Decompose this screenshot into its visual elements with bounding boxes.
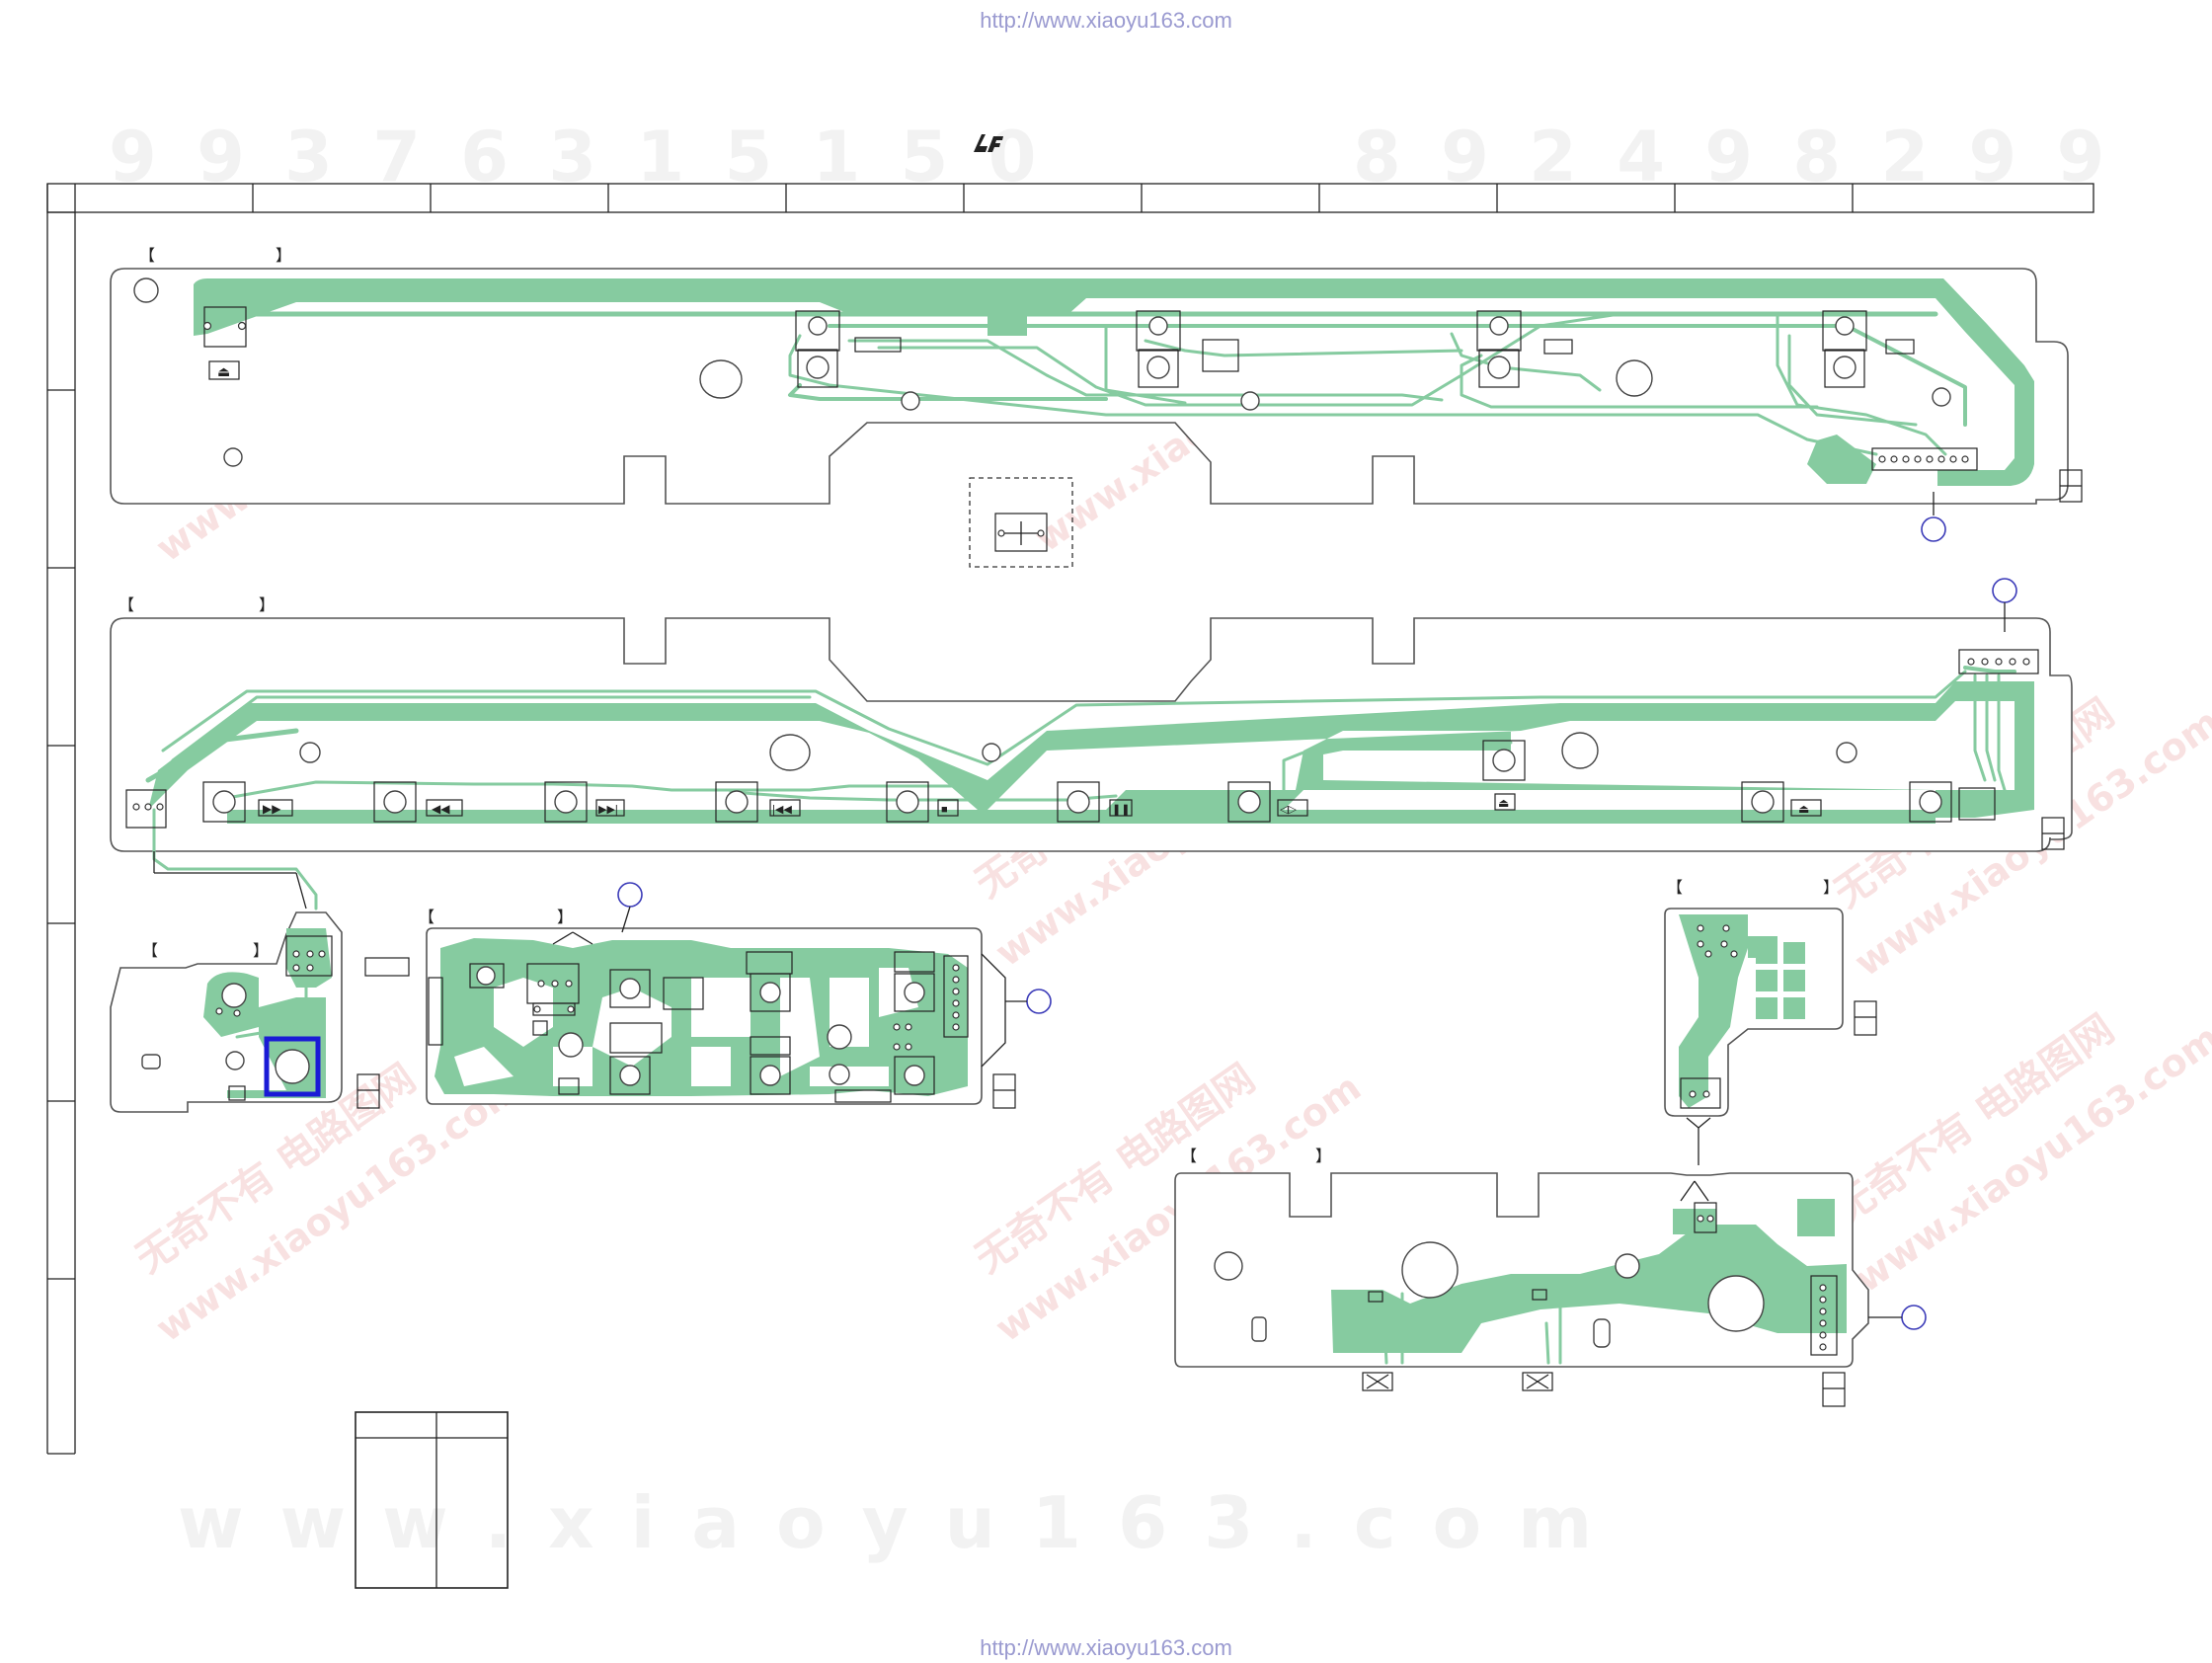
eject-symbol: ⏏ [1798,802,1809,816]
board-small-right: 【 】 [1664,880,1877,1165]
connector-circle [1026,989,1052,1014]
svg-text:【: 【 [142,943,158,960]
header-url: http://www.xiaoyu163.com [980,8,1232,33]
svg-text:【: 【 [1181,1148,1197,1165]
manufacturer-logo [974,134,1003,152]
connector-circle [1992,578,2017,603]
connector-circle [1921,516,1946,542]
svg-text:】: 】 [253,943,269,960]
eject-symbol: ⏏ [1498,796,1509,810]
board-top: 【 】 [110,248,2083,542]
connector-circle [617,882,643,908]
ffwd-symbol: ▶▶ [263,802,281,816]
svg-text:】: 】 [276,248,291,265]
pause-symbol: ❚❚ [1112,804,1130,816]
svg-text:【: 【 [419,910,434,926]
connector-circle [1901,1305,1927,1330]
svg-text:】: 】 [557,910,573,926]
board-small-left: 【 】 [110,911,410,1113]
footer-url: http://www.xiaoyu163.com [980,1635,1232,1660]
highlighted-component [264,1036,321,1097]
board-center-left: 【 】 [419,882,1052,1109]
svg-text:】: 】 [1315,1148,1331,1165]
stop-symbol: ■ [941,804,948,816]
board-middle: 【 】 ▶▶ ◀◀ ▶▶| |◀◀ [110,578,2073,911]
switch-symbol-box [969,477,1073,568]
svg-text:】: 】 [259,597,275,614]
prev-symbol: |◀◀ [772,804,792,816]
svg-text:【: 【 [118,597,134,614]
svg-text:【: 【 [1667,880,1683,897]
legend-table [355,1411,509,1589]
eject-symbol: ⏏ [217,363,230,379]
svg-text:】: 】 [1823,880,1839,897]
next-symbol: ▶▶| [598,804,618,816]
svg-text:【: 【 [139,248,155,265]
grid-frame [46,183,2094,1455]
rew-symbol: ◀◀ [432,802,450,816]
play-symbol: ◁▷ [1280,804,1297,816]
board-bottom-right: 【 】 [1174,1148,1927,1407]
